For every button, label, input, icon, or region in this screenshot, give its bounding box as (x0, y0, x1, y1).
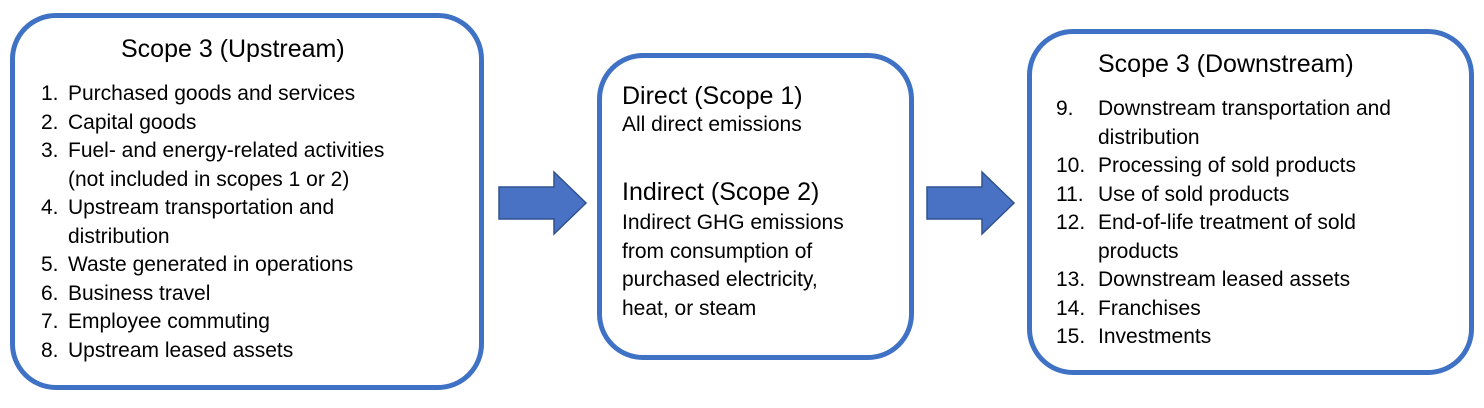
downstream-item-text: Use of sold products (1098, 182, 1290, 206)
downstream-item-text: products (1098, 239, 1179, 263)
upstream-item-1: 1. Purchased goods and services (41, 80, 355, 109)
upstream-item-number: 4. (41, 196, 59, 219)
upstream-item-text: Business travel (68, 281, 211, 305)
upstream-item-number: 8. (41, 338, 59, 362)
downstream-item-text: End-of-life treatment of sold (1098, 211, 1356, 234)
scope2-description-line: Indirect GHG emissions (622, 211, 844, 234)
upstream-item-3: 3. Fuel- and energy-related activities (… (41, 137, 384, 194)
upstream-item-number: 2. (41, 110, 59, 134)
upstream-item-7: 7. Employee commuting (41, 308, 270, 337)
scope2-description-line: from consumption of (622, 239, 813, 263)
upstream-item-6: 6. Business travel (41, 280, 210, 309)
downstream-item-10: 10. Processing of sold products (1056, 152, 1356, 181)
downstream-item-text: Downstream leased assets (1098, 268, 1351, 291)
downstream-item-number: 13. (1056, 268, 1086, 291)
right-arrow-icon (498, 170, 588, 236)
downstream-item-11: 11. Use of sold products (1056, 181, 1289, 210)
upstream-item-number: 5. (41, 253, 59, 276)
scope1-description: All direct emissions (622, 113, 802, 136)
upstream-item-5: 5. Waste generated in operations (41, 251, 353, 280)
upstream-item-2: 2. Capital goods (41, 109, 196, 138)
scope2-title: Indirect (Scope 2) (622, 178, 820, 206)
upstream-item-number: 6. (41, 281, 59, 305)
downstream-item-number: 9. (1056, 97, 1074, 120)
direct-indirect-box (597, 53, 914, 360)
downstream-item-number: 14. (1056, 296, 1086, 320)
scope2-description-line: heat, or steam (622, 296, 757, 320)
downstream-title: Scope 3 (Downstream) (1098, 50, 1354, 78)
downstream-item-12: 12. End-of-life treatment of sold produc… (1056, 209, 1356, 266)
upstream-title: Scope 3 (Upstream) (121, 35, 345, 63)
downstream-box (1027, 29, 1474, 375)
downstream-item-number: 10. (1056, 154, 1086, 177)
upstream-item-number: 1. (41, 82, 59, 105)
downstream-item-9: 9. Downstream transportation and distrib… (1056, 95, 1391, 152)
upstream-item-4: 4. Upstream transportation and distribut… (41, 194, 334, 251)
upstream-item-text: Upstream leased assets (68, 338, 294, 362)
upstream-item-text: Waste generated in operations (68, 253, 354, 276)
upstream-item-text: Employee commuting (68, 310, 270, 333)
downstream-item-number: 11. (1056, 182, 1084, 206)
downstream-item-13: 13. Downstream leased assets (1056, 266, 1350, 295)
upstream-item-8: 8. Upstream leased assets (41, 337, 293, 366)
downstream-item-15: 15. Investments (1056, 323, 1211, 352)
upstream-item-text: Upstream transportation and (68, 196, 335, 219)
right-arrow-icon (926, 170, 1016, 236)
downstream-item-text: Processing of sold products (1098, 154, 1356, 177)
downstream-item-number: 15. (1056, 325, 1086, 348)
downstream-item-text: Downstream transportation and (1098, 97, 1391, 120)
upstream-item-number: 7. (41, 310, 59, 333)
upstream-item-number: 3. (41, 139, 59, 162)
upstream-item-text: Purchased goods and services (68, 82, 356, 105)
upstream-item-text: Fuel- and energy-related activities (68, 139, 385, 162)
scope2-description-line: purchased electricity, (622, 268, 818, 291)
downstream-item-text: Investments (1098, 325, 1212, 348)
upstream-item-text: (not included in scopes 1 or 2) (68, 167, 350, 191)
scope1-title: Direct (Scope 1) (622, 82, 803, 110)
upstream-box (10, 13, 484, 390)
downstream-item-text: Franchises (1098, 296, 1201, 320)
downstream-item-text: distribution (1098, 125, 1200, 149)
downstream-item-number: 12. (1056, 211, 1086, 234)
upstream-item-text: Capital goods (68, 110, 197, 134)
upstream-item-text: distribution (68, 224, 170, 248)
downstream-item-14: 14. Franchises (1056, 295, 1201, 324)
